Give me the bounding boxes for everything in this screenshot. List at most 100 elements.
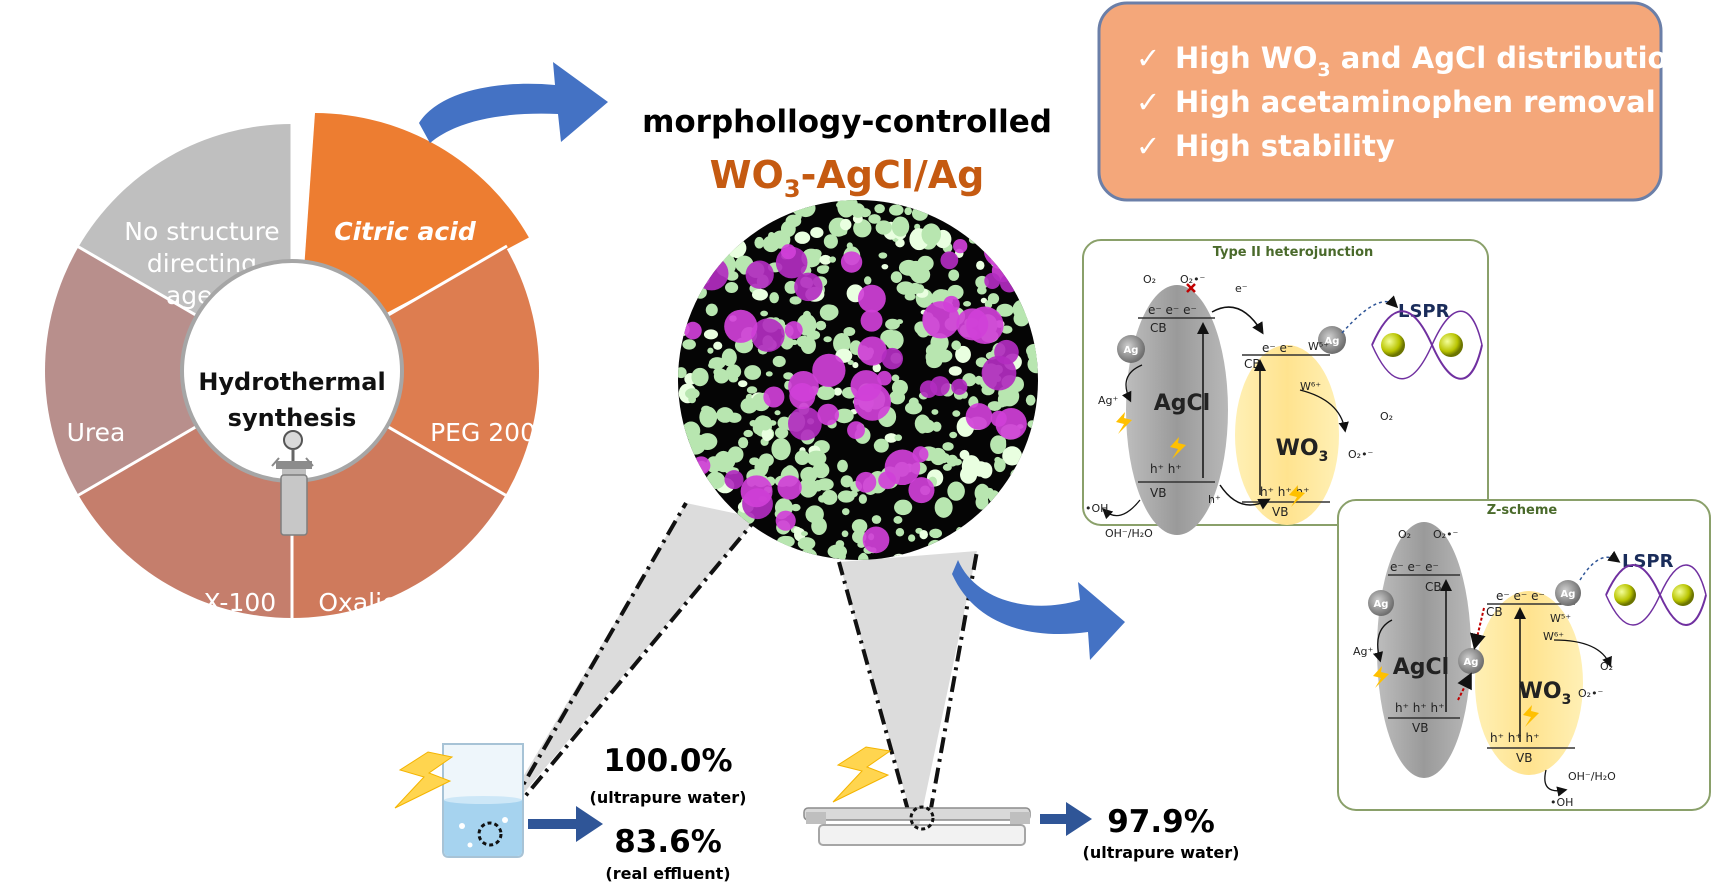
agcl-particle bbox=[894, 499, 913, 516]
agcl-particle bbox=[706, 211, 719, 224]
t2-agcl-label: AgCl bbox=[1154, 391, 1210, 416]
agcl-particle bbox=[713, 341, 723, 350]
agcl-particle bbox=[752, 422, 764, 435]
agcl-particle bbox=[952, 410, 961, 417]
wo3-particle bbox=[990, 410, 1007, 427]
z-agcl-label: AgCl bbox=[1393, 655, 1449, 680]
agcl-particle bbox=[819, 254, 832, 265]
z-ag-sphere-2 bbox=[1458, 648, 1484, 674]
agcl-particle bbox=[681, 253, 693, 267]
wo3-particle bbox=[878, 471, 897, 490]
agcl-particle bbox=[1002, 485, 1010, 492]
agcl-particle bbox=[710, 244, 717, 252]
agcl-particle bbox=[894, 434, 903, 441]
agcl-particle bbox=[725, 282, 739, 293]
svg-text:O₂•⁻: O₂•⁻ bbox=[1433, 528, 1459, 541]
agcl-particle bbox=[847, 360, 854, 366]
wo3-particle bbox=[751, 318, 785, 352]
title-line1: morphollogy-controlled bbox=[642, 104, 1052, 140]
agcl-particle bbox=[833, 333, 851, 354]
agcl-particle bbox=[705, 303, 718, 317]
svg-text:e⁻ e⁻ e⁻: e⁻ e⁻ e⁻ bbox=[1390, 560, 1439, 574]
agcl-particle bbox=[1009, 484, 1027, 499]
t2-agcl-vb: VB bbox=[1150, 486, 1166, 500]
svg-text:Ag: Ag bbox=[1561, 589, 1576, 600]
wo3-particle bbox=[777, 475, 802, 500]
agcl-particle bbox=[1030, 291, 1038, 300]
svg-text:h⁺ h⁺ h⁺: h⁺ h⁺ h⁺ bbox=[1490, 731, 1539, 745]
t2-lspr-label: LSPR bbox=[1398, 301, 1450, 322]
agcl-particle bbox=[1027, 420, 1037, 429]
agcl-particle bbox=[705, 244, 717, 258]
svg-text:O₂•⁻: O₂•⁻ bbox=[1180, 273, 1206, 286]
agcl-particle bbox=[743, 429, 754, 438]
feature-item-3: High stability bbox=[1175, 129, 1395, 163]
agcl-particle bbox=[1033, 273, 1038, 285]
agcl-particle bbox=[893, 516, 903, 524]
agcl-particle bbox=[1001, 325, 1013, 334]
agcl-particle bbox=[751, 288, 768, 301]
wo3-particle bbox=[724, 309, 758, 343]
agcl-particle bbox=[703, 237, 720, 251]
agcl-particle bbox=[1020, 452, 1033, 463]
agcl-particle bbox=[1014, 484, 1027, 494]
agcl-particle bbox=[1024, 202, 1038, 224]
agcl-particle bbox=[1018, 479, 1038, 496]
agcl-particle bbox=[1028, 200, 1037, 206]
agcl-particle bbox=[797, 537, 816, 551]
wo3-particle bbox=[850, 370, 882, 402]
agcl-particle bbox=[773, 549, 782, 559]
wo3-particle bbox=[999, 273, 1019, 293]
flow-reactor-icon bbox=[803, 805, 1031, 846]
agcl-particle bbox=[794, 450, 810, 465]
svg-text:Ag: Ag bbox=[1464, 657, 1479, 668]
agcl-particle bbox=[885, 318, 900, 330]
agcl-particle bbox=[785, 465, 795, 472]
agcl-particle bbox=[703, 329, 719, 340]
wo3-particle bbox=[908, 477, 935, 504]
agcl-particle bbox=[984, 299, 993, 309]
label-urea: Urea bbox=[67, 418, 126, 447]
label-oxalic-acid: Oxalic acid bbox=[318, 588, 455, 617]
agcl-particle bbox=[977, 286, 987, 295]
svg-text:e⁻: e⁻ bbox=[1235, 282, 1248, 295]
agcl-particle bbox=[947, 284, 964, 300]
agcl-particle bbox=[929, 528, 943, 539]
agcl-particle bbox=[929, 201, 940, 209]
agcl-particle bbox=[713, 201, 722, 211]
check-1: ✓ bbox=[1136, 41, 1160, 75]
agcl-particle bbox=[796, 335, 811, 348]
z-scheme-panel: Z-scheme CB VB e⁻ e⁻ e⁻ h⁺ h⁺ h⁺ AgCl CB… bbox=[1337, 499, 1711, 811]
svg-text:O₂: O₂ bbox=[1143, 273, 1156, 286]
wo3-particle bbox=[724, 470, 744, 490]
autoclave-icon bbox=[271, 430, 314, 536]
agcl-particle bbox=[1006, 201, 1025, 223]
agcl-particle bbox=[794, 231, 811, 244]
agcl-particle bbox=[823, 336, 832, 343]
agcl-particle bbox=[682, 339, 696, 350]
agcl-particle bbox=[721, 348, 737, 367]
agcl-particle bbox=[994, 458, 1006, 473]
check-2: ✓ bbox=[1136, 85, 1160, 119]
synthesis-wheel: Citric acid No structure directing agent… bbox=[45, 113, 552, 620]
agcl-particle bbox=[799, 477, 818, 498]
agcl-particle bbox=[841, 530, 849, 538]
agcl-particle bbox=[774, 427, 789, 439]
agcl-particle bbox=[874, 204, 885, 214]
agcl-particle bbox=[1026, 343, 1038, 358]
t2-wo3-vb: VB bbox=[1272, 505, 1288, 519]
check-3: ✓ bbox=[1136, 129, 1160, 163]
agcl-particle bbox=[706, 456, 722, 473]
agcl-particle bbox=[678, 464, 692, 474]
agcl-particle bbox=[868, 214, 881, 224]
agcl-particle bbox=[710, 238, 727, 256]
agcl-particle bbox=[679, 241, 691, 252]
agcl-particle bbox=[833, 387, 843, 396]
agcl-particle bbox=[976, 205, 988, 216]
agcl-particle bbox=[765, 371, 773, 377]
agcl-particle bbox=[1028, 447, 1038, 462]
agcl-particle bbox=[1026, 458, 1038, 479]
wo3-particle bbox=[981, 355, 1017, 391]
feature-item-1: High WO3 and AgCl distribution bbox=[1175, 41, 1688, 81]
agcl-particle bbox=[713, 369, 730, 384]
